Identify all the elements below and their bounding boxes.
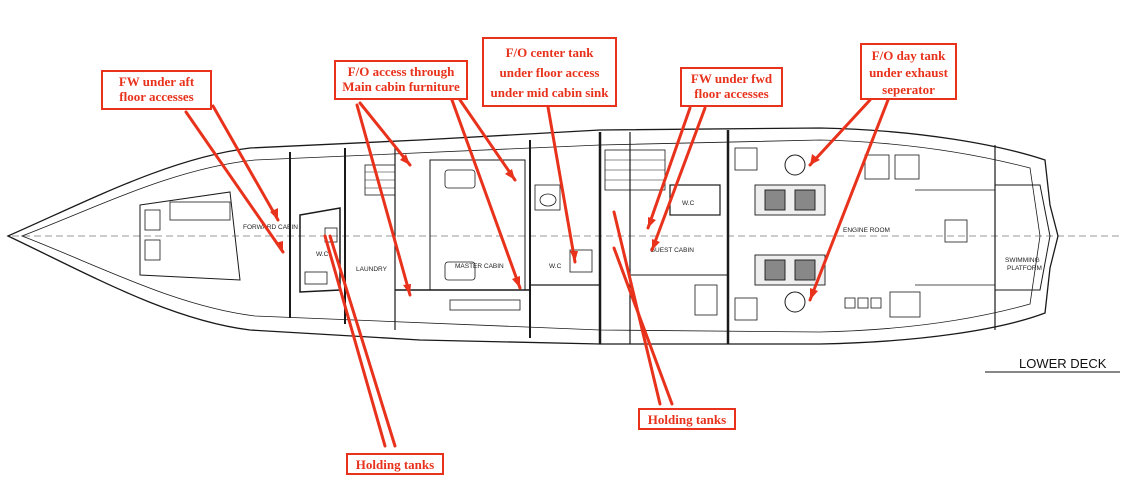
label-guest-cabin: GUEST CABIN [650, 247, 694, 254]
forward-bed [139, 191, 241, 281]
callout-fo-day: F/O day tank under exhaust seperator [860, 43, 957, 100]
label-swimming-platform-2: PLATFORM [1007, 265, 1042, 272]
label-wc-forward: W.C [316, 251, 329, 258]
callout-fw-aft: FW under aft floor accesses [101, 70, 212, 110]
callout-fo-center: F/O center tank under floor access under… [482, 37, 617, 107]
callout-fw-fwd: FW under fwd floor accesses [680, 67, 783, 107]
label-wc-guest: W.C [682, 200, 695, 207]
label-laundry: LAUNDRY [356, 266, 388, 273]
label-forward-cabin: FORWARD CABIN [243, 224, 298, 231]
label-swimming-platform: SWIMMING [1005, 257, 1040, 264]
engine-port [754, 184, 826, 216]
label-engine-room: ENGINE ROOM [843, 227, 890, 234]
callout-arrowheads [270, 154, 820, 300]
label-wc-mid: W.C [549, 263, 562, 270]
engine-starboard [754, 254, 826, 286]
callout-holding-right: Holding tanks [638, 408, 736, 430]
deck-title: LOWER DECK [1019, 356, 1107, 371]
callout-holding-left: Holding tanks [346, 453, 444, 475]
label-master-cabin: MASTER CABIN [455, 263, 504, 270]
callout-lines [184, 98, 890, 448]
callout-fo-access: F/O access through Main cabin furniture [334, 60, 468, 100]
